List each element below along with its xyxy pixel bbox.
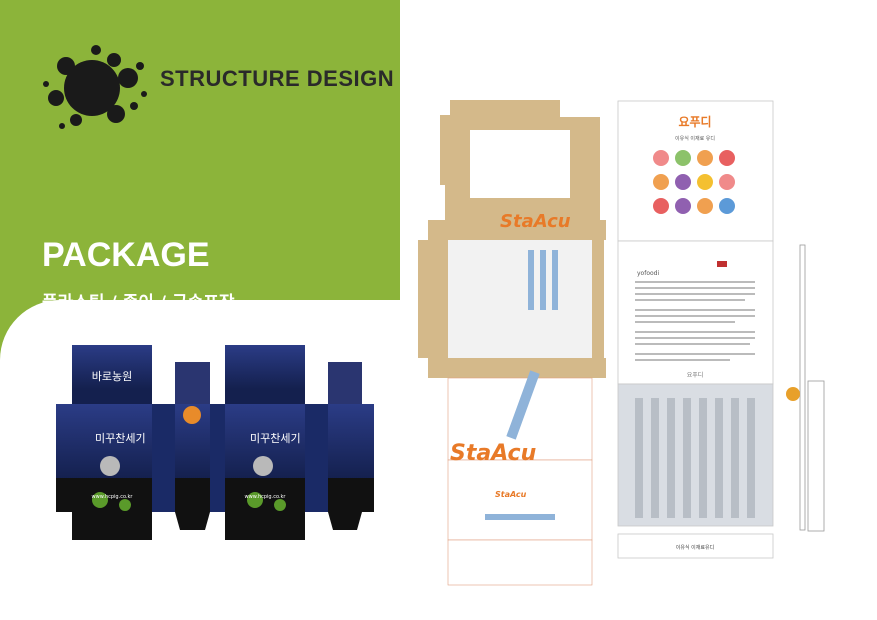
pen-brand-top: StaAcu — [500, 211, 571, 232]
website-right: www.hcpig.co.kr — [245, 494, 287, 500]
yofoodi-label-top: 이유식 이재료 유디 — [675, 135, 715, 142]
yofoodi-brand-top: 요푸디 — [678, 114, 711, 129]
yofoodi-label-bottom: 이유식 이재료유디 — [676, 544, 714, 551]
main-text-right: 미꾸찬세기 — [250, 431, 301, 445]
ink-splat-logo — [43, 45, 147, 129]
yofoodi-box-dieline: 요푸디 이유식 이재료 유디 yofoodi 요푸디 이유식 이재료유디 — [617, 100, 825, 559]
website-left: www.hcpig.co.kr — [92, 494, 134, 500]
section-title: PACKAGE — [42, 236, 210, 274]
pen-box-dieline: StaAcu StaAcu StaAcu — [418, 100, 606, 586]
pen-brand-middle: StaAcu — [450, 441, 536, 466]
main-text-left: 미꾸찬세기 — [95, 431, 146, 445]
yofoodi-heading: yofoodi — [637, 270, 659, 277]
box-dieline-left: 바로농원 미꾸찬세기 미꾸찬세기 www.hcpig.co.kr www.hcp… — [56, 345, 374, 540]
heading: STRUCTURE DESIGN — [160, 66, 395, 91]
brand-script-left: 바로농원 — [92, 370, 132, 383]
pen-brand-bottom: StaAcu — [495, 490, 527, 499]
yofoodi-signature: 요푸디 — [687, 371, 704, 379]
